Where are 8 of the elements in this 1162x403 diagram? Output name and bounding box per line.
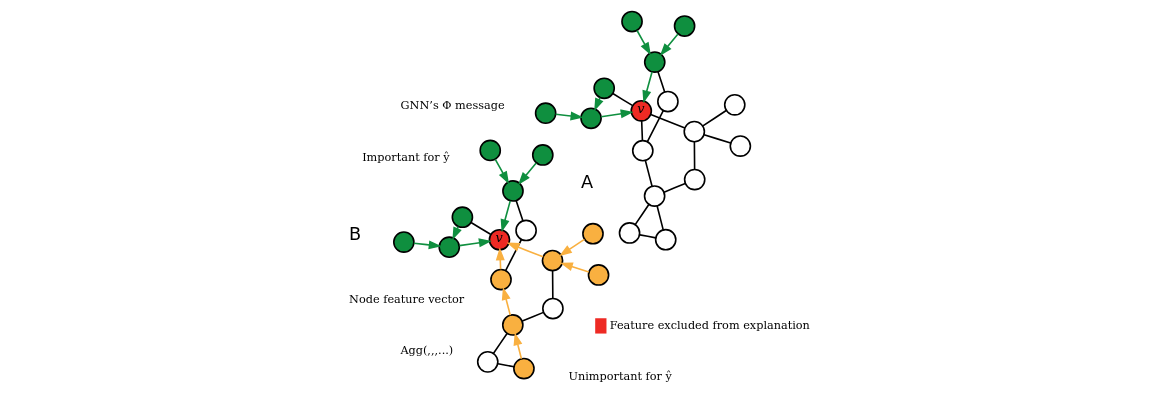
legend-label: Node feature vector xyxy=(348,292,464,306)
label: B xyxy=(348,223,361,244)
label: A xyxy=(580,172,593,193)
legend-label: Feature excluded from explanation xyxy=(609,318,810,332)
legend-label: Unimportant for ŷ xyxy=(568,370,672,384)
legend-label: Important for ŷ xyxy=(361,150,450,164)
legend-label: GNN’s Φ message xyxy=(400,99,505,113)
legend-label: Agg(,,,...) xyxy=(399,344,453,358)
